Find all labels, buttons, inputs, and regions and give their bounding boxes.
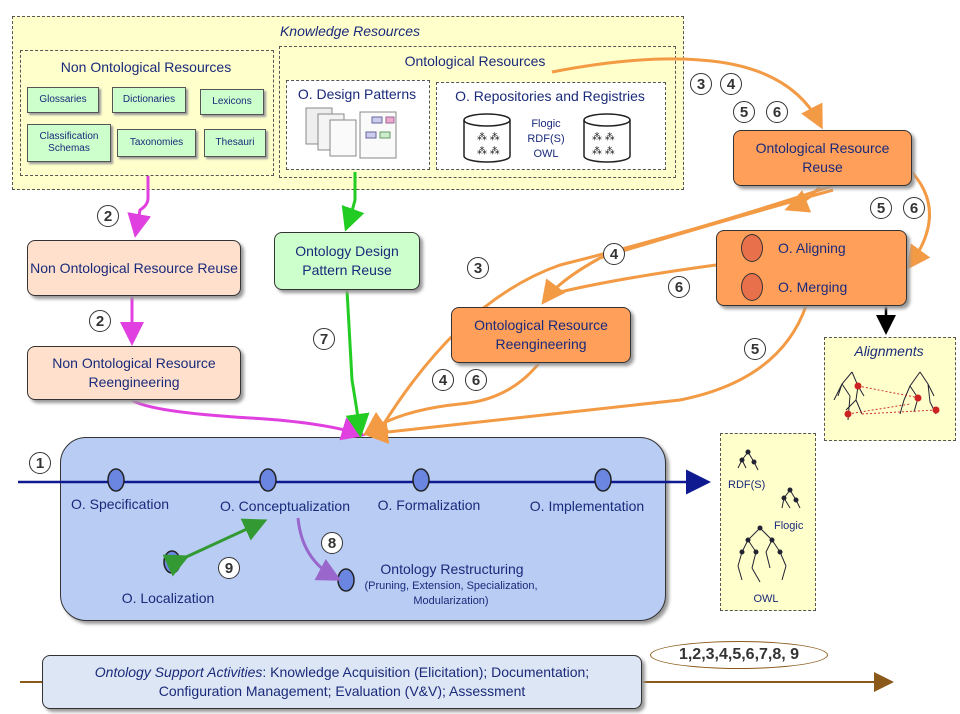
ontology-development-box	[60, 437, 666, 621]
badge-7: 7	[313, 328, 335, 350]
magenta-arrows	[120, 176, 366, 441]
orange-arrows	[363, 57, 931, 445]
badge-9: 9	[218, 557, 240, 579]
badge-3-top: 3	[690, 73, 712, 95]
repositories-title: O. Repositories and Registries	[455, 88, 645, 104]
note-glossaries: Glossaries	[27, 87, 99, 113]
badge-2-bottom: 2	[89, 310, 111, 332]
svg-text:⁂ ⁂: ⁂ ⁂	[592, 146, 615, 157]
badge-6-low: 6	[465, 369, 487, 391]
lang-flogic-label: Flogic	[774, 520, 804, 532]
badge-2-top: 2	[97, 205, 119, 227]
activity-implementation: O. Implementation	[529, 498, 645, 514]
design-patterns-title: O. Design Patterns	[297, 86, 417, 102]
languages-panel	[720, 433, 816, 611]
note-dictionaries: Dictionaries	[112, 87, 186, 113]
activity-specification: O. Specification	[70, 496, 170, 512]
lang-rdfs-label: RDF(S)	[728, 479, 766, 491]
nor-reengineering-box[interactable]: Non Ontological Resource Reengineering	[27, 346, 241, 400]
design-pattern-docs-icon	[305, 107, 397, 159]
support-activities-label: Ontology Support Activities	[94, 664, 263, 680]
badge-5-mid: 5	[744, 338, 766, 360]
support-activities-line1: : Knowledge Acquisition (Elicitation); D…	[262, 664, 590, 680]
nor-reuse-box[interactable]: Non Ontological Resource Reuse	[27, 240, 241, 296]
scenario-list-label: 1,2,3,4,5,6,7,8, 9	[678, 646, 800, 663]
language-trees-icon	[737, 449, 801, 583]
alignments-panel	[824, 337, 956, 441]
merging-label: O. Merging	[778, 279, 848, 295]
badge-5-top: 5	[733, 101, 755, 123]
svg-text:⁂ ⁂: ⁂ ⁂	[477, 146, 500, 157]
aligning-node	[741, 234, 763, 262]
or-reuse-box[interactable]: Ontological Resource Reuse	[733, 130, 912, 186]
aligning-label: O. Aligning	[778, 240, 846, 256]
note-label: Classification Schemas	[39, 131, 99, 154]
badge-6-mid: 6	[668, 276, 690, 298]
merging-node	[741, 273, 763, 301]
badge-8: 8	[321, 532, 343, 554]
support-activities-text: Ontology Support Activities: Knowledge A…	[44, 663, 640, 701]
restructuring-arrow	[296, 517, 342, 581]
badge-6-right: 6	[903, 197, 925, 219]
svg-text:⁂ ⁂: ⁂ ⁂	[592, 132, 615, 143]
restructuring-title: Ontology Restructuring	[380, 561, 524, 577]
repo-language-rdfs: RDF(S)	[527, 133, 565, 145]
repository-cylinder-icon-right: ⁂ ⁂ ⁂ ⁂	[583, 113, 631, 163]
activity-formalization: O. Formalization	[377, 497, 481, 513]
note-label: Glossaries	[39, 94, 87, 105]
note-label: Dictionaries	[122, 94, 176, 105]
badge-4-mid: 4	[603, 243, 625, 265]
note-lexicons: Lexicons	[200, 89, 264, 115]
support-activities-box	[42, 655, 642, 709]
note-classification-schemas: Classification Schemas	[27, 124, 111, 162]
badge-6-top: 6	[766, 101, 788, 123]
nor-reengineering-label: Non Ontological Resource Reengineering	[52, 355, 216, 390]
badge-3-mid: 3	[467, 257, 489, 279]
note-thesauri: Thesauri	[204, 129, 266, 157]
non-ontological-resources-title: Non Ontological Resources	[60, 59, 232, 75]
note-taxonomies: Taxonomies	[117, 129, 196, 157]
support-activities-line2: Configuration Management; Evaluation (V&…	[158, 683, 526, 699]
badge-1: 1	[29, 452, 51, 474]
repo-language-flogic: Flogic	[531, 118, 561, 130]
repository-cylinder-icon-left: ⁂ ⁂ ⁂ ⁂	[463, 113, 511, 163]
scenario-list-badge: 1,2,3,4,5,6,7,8, 9	[650, 641, 828, 669]
localization-arrow	[162, 518, 268, 577]
nor-reuse-label: Non Ontological Resource Reuse	[30, 259, 238, 276]
alignment-trees-icon	[833, 371, 940, 421]
alignments-title: Alignments	[854, 343, 924, 359]
activity-localization: O. Localization	[121, 590, 215, 606]
ontological-resources-title: Ontological Resources	[404, 53, 546, 69]
badge-4-low: 4	[432, 369, 454, 391]
lang-owl-label: OWL	[753, 593, 779, 605]
green-arrows	[341, 172, 370, 438]
restructuring-detail: (Pruning, Extension, Specialization, Mod…	[364, 580, 538, 607]
note-label: Thesauri	[215, 137, 255, 148]
odp-reuse-box[interactable]: Ontology Design Pattern Reuse	[274, 232, 420, 290]
note-label: Taxonomies	[129, 137, 184, 148]
odp-reuse-label: Ontology Design Pattern Reuse	[295, 243, 399, 278]
repo-language-owl: OWL	[533, 148, 559, 160]
or-reengineering-label: Ontological Resource Reengineering	[474, 317, 608, 352]
badge-4-top: 4	[720, 73, 742, 95]
or-reengineering-box[interactable]: Ontological Resource Reengineering	[451, 307, 631, 363]
badge-5-right: 5	[870, 197, 892, 219]
activity-conceptualization: O. Conceptualization	[220, 498, 350, 514]
note-label: Lexicons	[212, 96, 252, 107]
or-reuse-label: Ontological Resource Reuse	[755, 140, 890, 175]
svg-text:⁂ ⁂: ⁂ ⁂	[477, 132, 500, 143]
knowledge-resources-title: Knowledge Resources	[279, 23, 421, 39]
